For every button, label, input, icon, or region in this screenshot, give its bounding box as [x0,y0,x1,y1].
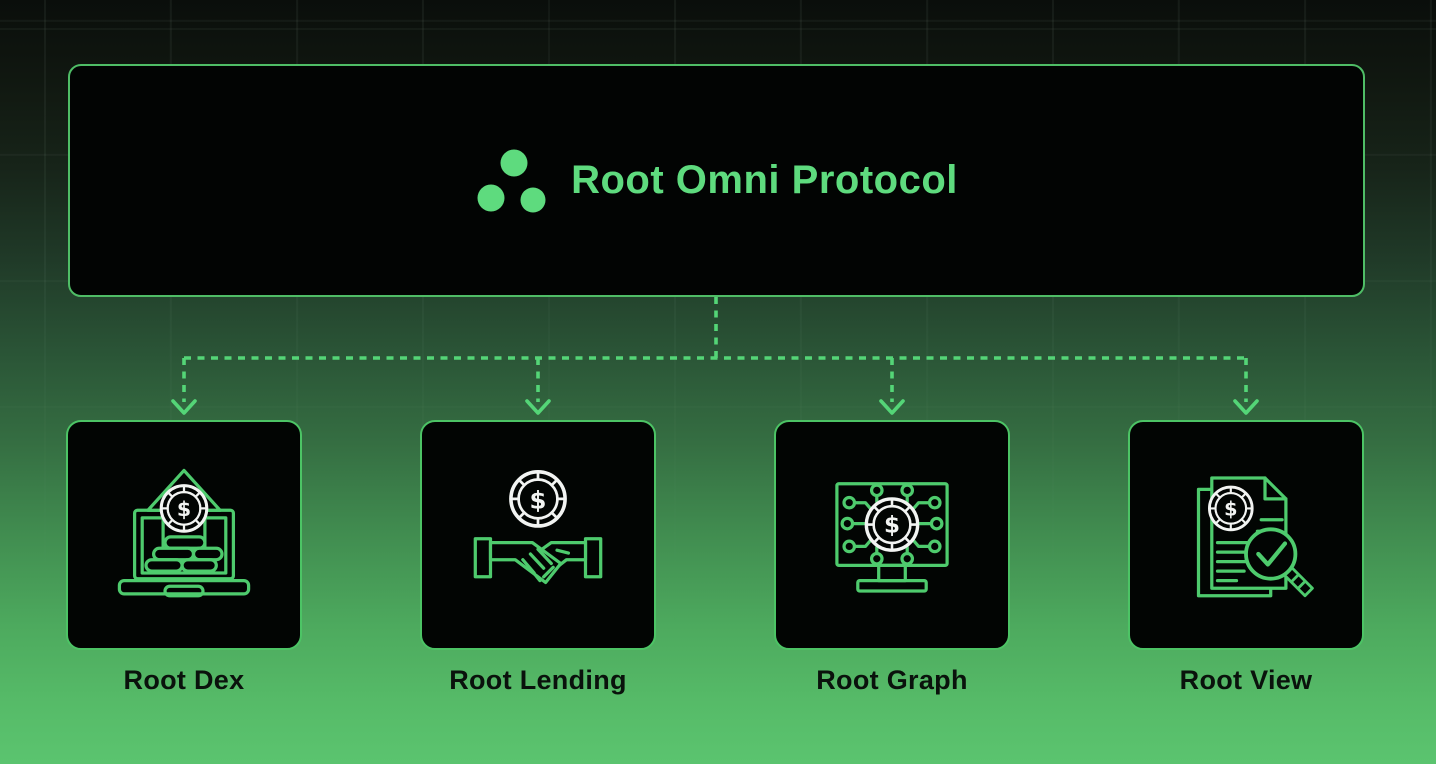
laptop-profit-coin-icon [117,468,251,598]
connector-lines [171,297,1259,415]
node-label-root-graph: Root Graph [816,665,968,695]
node-label-root-lending: Root Lending [449,665,627,695]
handshake-coin-icon [473,470,603,585]
three-dots-logo-icon [477,149,546,212]
node-card-root-lending [420,420,656,650]
node-root-dex: Root Dex [66,420,302,696]
node-root-graph: Root Graph [774,420,1010,696]
node-card-root-dex [66,420,302,650]
node-root-lending: Root Lending [420,420,656,696]
node-card-root-view [1128,420,1364,650]
node-label-root-dex: Root Dex [123,665,245,695]
document-audit-magnifier-icon [1196,476,1314,598]
monitor-circuit-coin-icon [835,482,949,593]
root-protocol-node: Root Omni Protocol [68,64,1365,297]
node-card-root-graph [774,420,1010,650]
node-label-root-view: Root View [1179,665,1313,695]
root-protocol-title: Root Omni Protocol [571,158,958,202]
node-root-view: Root View [1128,420,1364,696]
